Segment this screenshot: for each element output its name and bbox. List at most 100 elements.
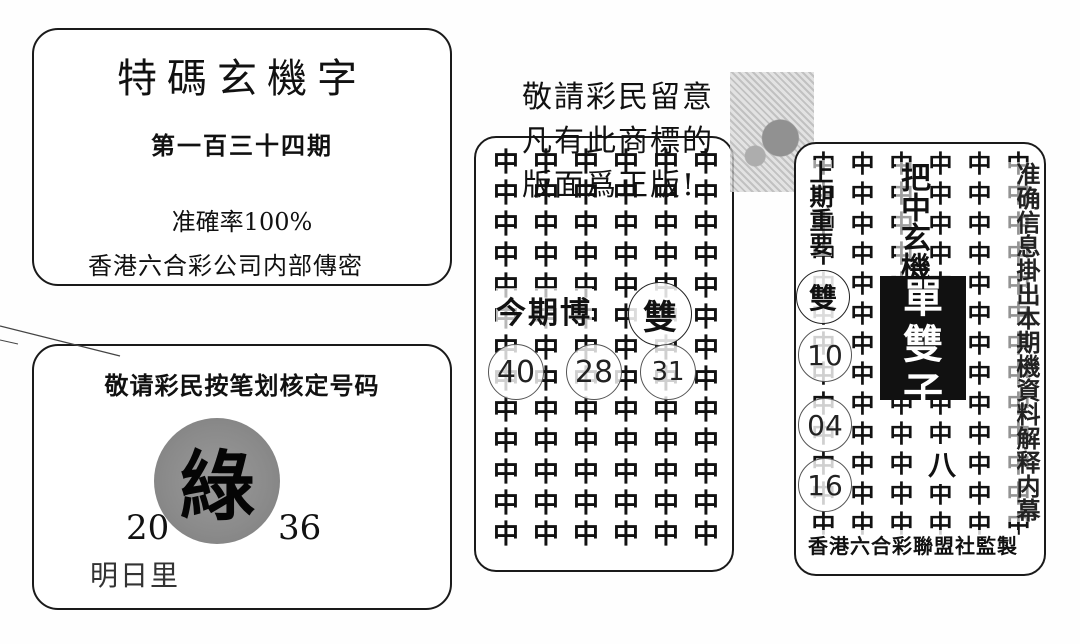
pattern-char: 中 bbox=[967, 209, 992, 238]
pattern-char: 中 bbox=[928, 479, 953, 508]
pattern-char: 中 bbox=[692, 427, 719, 457]
pattern-char: 中 bbox=[850, 359, 875, 388]
number-circle: 10 bbox=[798, 328, 852, 382]
pattern-char: 中 bbox=[612, 489, 639, 519]
pattern-char: 中 bbox=[889, 449, 914, 478]
pattern-char: 中 bbox=[492, 148, 519, 178]
black-box-char: 單 bbox=[903, 276, 943, 322]
pattern-char: 中 bbox=[532, 241, 559, 271]
accuracy-rate: 准確率100% bbox=[171, 208, 313, 236]
pattern-char: 中 bbox=[692, 520, 719, 550]
pattern-char: 中 bbox=[532, 396, 559, 426]
pattern-char: 中 bbox=[850, 239, 875, 268]
pattern-char: 中 bbox=[692, 365, 719, 395]
pattern-char: 中 bbox=[492, 458, 519, 488]
number-left: 20 bbox=[126, 508, 170, 548]
pattern-char: 中 bbox=[572, 179, 599, 209]
pattern-char: 中 bbox=[572, 520, 599, 550]
pattern-char: 中 bbox=[572, 458, 599, 488]
forecast-label: 今期博 bbox=[496, 288, 592, 332]
pattern-char: 中 bbox=[532, 489, 559, 519]
pattern-char: 中 bbox=[612, 520, 639, 550]
pattern-char: 中 bbox=[532, 520, 559, 550]
pattern-char: 中 bbox=[532, 458, 559, 488]
notice-line: 敬請彩民留意 bbox=[522, 80, 714, 115]
pattern-char: 中 bbox=[928, 179, 953, 208]
pattern-char: 中 bbox=[692, 334, 719, 364]
color-circle: 綠 bbox=[154, 418, 280, 544]
odd-even-box: 單 雙 子 bbox=[880, 276, 966, 400]
pattern-char: 中 bbox=[928, 239, 953, 268]
pattern-char: 中 bbox=[612, 458, 639, 488]
pattern-char: 中 bbox=[967, 149, 992, 178]
pattern-char: 中 bbox=[692, 210, 719, 240]
pattern-char: 中 bbox=[850, 389, 875, 418]
number-circle: 31 bbox=[640, 344, 696, 400]
pattern-char: 中 bbox=[612, 427, 639, 457]
double-circle: 雙 bbox=[628, 282, 692, 346]
pattern-char: 中 bbox=[572, 396, 599, 426]
pattern-char: 中 bbox=[652, 241, 679, 271]
pattern-char: 中 bbox=[692, 241, 719, 271]
pattern-char: 中 bbox=[967, 179, 992, 208]
number-circle: 16 bbox=[798, 458, 852, 512]
pattern-char: 中 bbox=[967, 359, 992, 388]
pattern-char: 中 bbox=[967, 479, 992, 508]
number-circle: 28 bbox=[566, 344, 622, 400]
pattern-char: 中 bbox=[532, 427, 559, 457]
pattern-char: 中 bbox=[652, 458, 679, 488]
pattern-char: 中 bbox=[967, 419, 992, 448]
pattern-char: 中 bbox=[967, 389, 992, 418]
pattern-char: 中 bbox=[492, 520, 519, 550]
notice-line: 凡有此商標的 bbox=[522, 124, 714, 159]
pattern-char: 中 bbox=[572, 148, 599, 178]
title-card: 特碼玄機字 第一百三十四期 准確率100% 香港六合彩公司内部傳密 bbox=[32, 28, 452, 286]
green-character: 綠 bbox=[179, 442, 255, 531]
pattern-char: 中 bbox=[572, 427, 599, 457]
pattern-char: 中 bbox=[967, 299, 992, 328]
pattern-char: 中 bbox=[532, 179, 559, 209]
pattern-char: 中 bbox=[492, 241, 519, 271]
pattern-char: 中 bbox=[652, 489, 679, 519]
number-circle: 04 bbox=[798, 398, 852, 452]
pattern-char: 中 bbox=[850, 329, 875, 358]
pattern-char: 中 bbox=[967, 269, 992, 298]
authenticity-notice: 敬請彩民留意 凡有此商標的 版面爲正版! bbox=[522, 76, 714, 208]
pattern-char: 中 bbox=[612, 241, 639, 271]
pattern-char: 中 bbox=[889, 479, 914, 508]
black-box-char: 子 bbox=[903, 369, 943, 401]
pattern-char: 中 bbox=[850, 179, 875, 208]
pattern-char: 中 bbox=[532, 148, 559, 178]
number-circle: 40 bbox=[488, 344, 544, 400]
pattern-char: 中 bbox=[850, 419, 875, 448]
pattern-char: 中 bbox=[967, 449, 992, 478]
stroke-instruction: 敬请彩民按笔划核定号码 bbox=[104, 371, 380, 400]
pattern-char: 中 bbox=[652, 179, 679, 209]
pattern-char: 中 bbox=[652, 210, 679, 240]
issue-number: 第一百三十四期 bbox=[151, 131, 333, 160]
pattern-char: 中 bbox=[928, 419, 953, 448]
number-right: 36 bbox=[278, 508, 322, 548]
pattern-char: 中 bbox=[532, 210, 559, 240]
pattern-char: 中 bbox=[850, 449, 875, 478]
side-note-text: 准确信息掛出本期機資料解释内幕 bbox=[1008, 162, 1041, 522]
previous-issue-label: 上期重要 bbox=[805, 160, 834, 256]
pattern-char: 中 bbox=[692, 303, 719, 333]
pattern-char: 中 bbox=[652, 520, 679, 550]
source-line: 香港六合彩公司内部傳密 bbox=[88, 252, 363, 280]
card-title: 特碼玄機字 bbox=[117, 56, 367, 102]
footer-credit: 香港六合彩聯盟社監製 bbox=[808, 530, 1018, 559]
pattern-char: 中 bbox=[692, 148, 719, 178]
pattern-char: 中 bbox=[572, 210, 599, 240]
pattern-char: 中 bbox=[850, 209, 875, 238]
notice-line: 版面爲正版! bbox=[522, 168, 697, 203]
pattern-char: 中 bbox=[692, 489, 719, 519]
pattern-char: 中 bbox=[928, 149, 953, 178]
pattern-char: 中 bbox=[492, 179, 519, 209]
pattern-char: 中 bbox=[692, 272, 719, 302]
pattern-char: 中 bbox=[652, 396, 679, 426]
pattern-char: 中 bbox=[492, 210, 519, 240]
side-note: 准确信息掛出本期機資料解释内幕 bbox=[976, 162, 1041, 522]
pattern-char: 中 bbox=[612, 148, 639, 178]
